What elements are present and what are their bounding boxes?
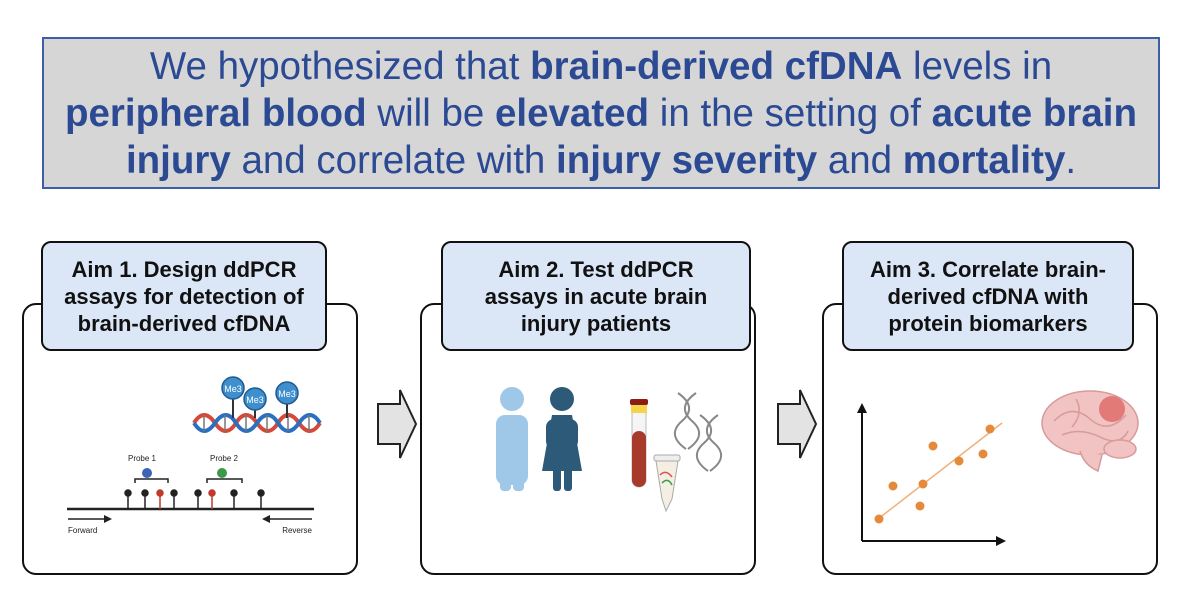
aim1-line-2: assays for detection of <box>64 283 304 309</box>
hypothesis-segment: in the setting of <box>649 91 932 135</box>
hypothesis-segment: and correlate with <box>230 138 557 182</box>
aim2-header: Aim 2. Test ddPCR assays in acute brain … <box>441 241 751 351</box>
probe2-label: Probe 2 <box>210 454 239 463</box>
probe1-label: Probe 1 <box>128 454 157 463</box>
methyl-label-3: Me3 <box>278 389 296 399</box>
hypothesis-segment: acute brain injury <box>125 91 1138 182</box>
scatter-point <box>918 479 928 489</box>
aim3-line-2: derived cfDNA with <box>887 283 1089 309</box>
male-person-icon <box>496 387 528 491</box>
dna-helix-icon <box>674 392 722 472</box>
scatter-point <box>954 456 964 466</box>
arrow-right-icon-2 <box>777 389 818 459</box>
brain-icon <box>1041 390 1139 473</box>
hypothesis-segment: injury severity <box>556 138 818 182</box>
aim1-line-1: Aim 1. Design ddPCR <box>71 256 297 282</box>
reverse-primer-label: Reverse <box>282 526 312 535</box>
scatter-point <box>915 501 925 511</box>
aim1-line-3: brain-derived cfDNA <box>77 310 291 336</box>
aim2-line-2: assays in acute brain <box>484 283 708 309</box>
hypothesis-segment: mortality <box>902 138 1066 182</box>
hypothesis-segment: brain-derived cfDNA <box>530 44 903 88</box>
correlation-figure <box>857 390 1139 546</box>
hypothesis-segment: We hypothesized that <box>149 44 531 88</box>
methylated-dna-icon: Me3 Me3 Me3 <box>192 376 322 433</box>
ddpcr-assay-figure: Me3 Me3 Me3 Probe 1 Probe 2 Forward Reve… <box>67 376 322 535</box>
scatter-point <box>888 481 898 491</box>
aim3-line-3: protein biomarkers <box>888 310 1088 336</box>
blood-tube-icon <box>630 399 648 488</box>
hypothesis-segment: elevated <box>494 91 650 135</box>
arrow-right-icon-1 <box>377 389 418 459</box>
scatter-point <box>874 514 884 524</box>
hypothesis-text: We hypothesized that brain-derived cfDNA… <box>54 43 1148 184</box>
methyl-label-2: Me3 <box>246 395 264 405</box>
female-person-icon <box>542 387 582 491</box>
forward-primer-label: Forward <box>68 526 97 535</box>
hypothesis-segment: and <box>817 138 903 182</box>
aim2-line-1: Aim 2. Test ddPCR <box>498 256 694 282</box>
aim3-line-1: Aim 3. Correlate brain- <box>870 256 1106 282</box>
patients-samples-figure <box>496 387 722 513</box>
aim3-header: Aim 3. Correlate brain- derived cfDNA wi… <box>842 241 1134 351</box>
scatter-point <box>985 424 995 434</box>
hypothesis-segment: levels in <box>902 44 1053 88</box>
hypothesis-segment: will be <box>366 91 495 135</box>
methyl-label-1: Me3 <box>224 384 242 394</box>
hypothesis-segment: peripheral blood <box>64 91 367 135</box>
hypothesis-box: We hypothesized that brain-derived cfDNA… <box>42 37 1160 189</box>
aim2-line-3: injury patients <box>520 310 672 336</box>
aim1-header: Aim 1. Design ddPCR assays for detection… <box>41 241 327 351</box>
scatter-plot <box>857 403 1006 546</box>
scatter-point <box>928 441 938 451</box>
sample-tube-icon <box>653 454 681 513</box>
scatter-point <box>978 449 988 459</box>
hypothesis-segment: . <box>1065 138 1077 182</box>
